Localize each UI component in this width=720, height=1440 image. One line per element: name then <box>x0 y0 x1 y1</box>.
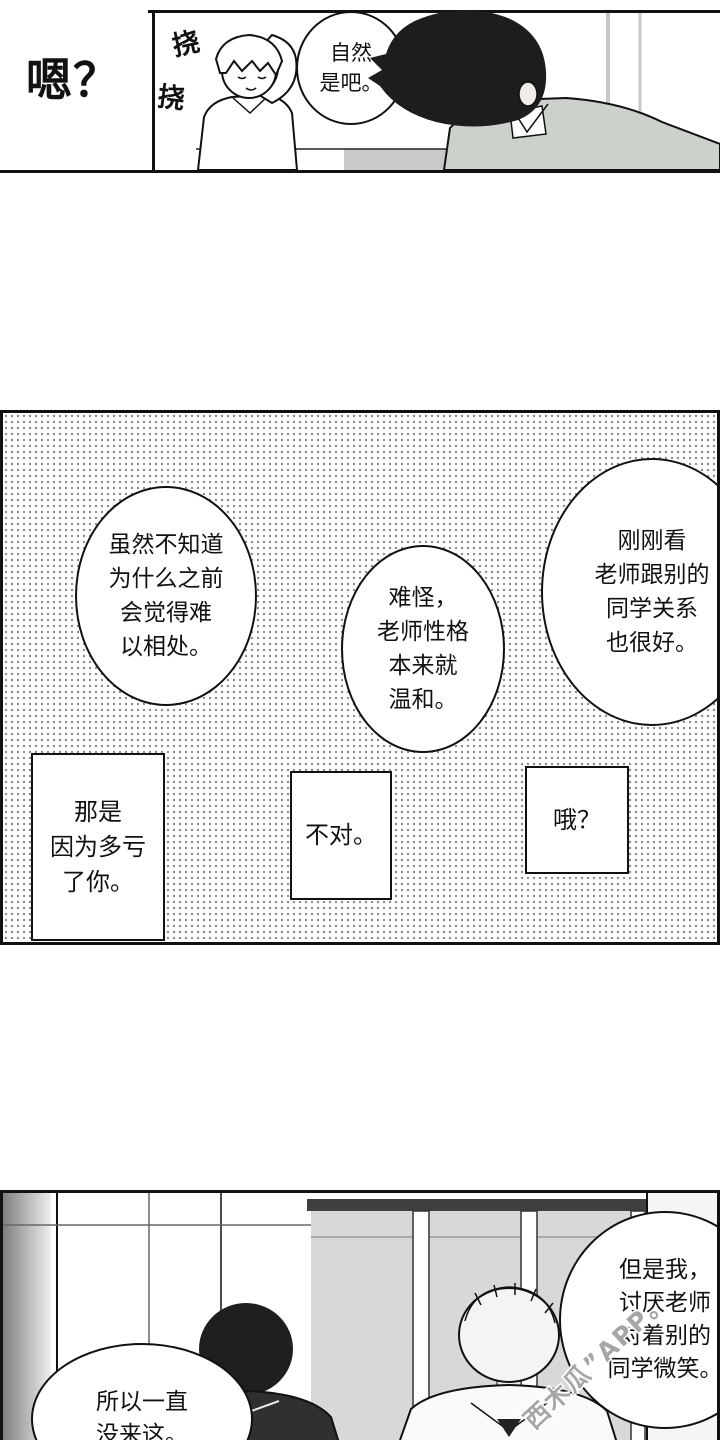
panel-top-divider-line <box>152 10 155 170</box>
panel-top: 嗯？ 挠 挠 自然 是吧。 <box>0 10 720 173</box>
speech-box-center: 不对。 <box>290 771 392 900</box>
shout-text: 嗯？ <box>26 53 120 107</box>
speech-box-left: 那是 因为多亏 了你。 <box>31 753 165 941</box>
speech-bubble-center-text: 难怪， 老师性格 本来就 温和。 <box>377 585 469 713</box>
dark-haired-man <box>368 10 720 170</box>
speech-bubble-right-text: 刚刚看 老师跟别的 同学关系 也很好。 <box>594 528 710 656</box>
light-haired-figure-back <box>398 1283 618 1440</box>
panel-middle: 虽然不知道 为什么之前 会觉得难 以相处。 难怪， 老师性格 本来就 温和。 刚… <box>0 410 720 945</box>
panel-bottom: 但是我， 讨厌老师 对着别的 同学微笑。 所以一直 没来这。 西木瓜”APP。 <box>0 1190 720 1440</box>
speech-bubble-bottom-right-text: 但是我， 讨厌老师 对着别的 同学微笑。 <box>607 1257 720 1382</box>
speech-box-left-text: 那是 因为多亏 了你。 <box>50 797 146 896</box>
speech-bubble-right: 刚刚看 老师跟别的 同学关系 也很好。 <box>541 458 717 726</box>
panel-top-border-line <box>148 10 720 13</box>
speech-bubble-center: 难怪， 老师性格 本来就 温和。 <box>341 545 505 753</box>
speech-box-right-text: 哦？ <box>553 805 601 834</box>
speech-bubble-left-text: 虽然不知道 为什么之前 会觉得难 以相处。 <box>108 532 224 660</box>
speech-box-center-text: 不对。 <box>305 821 377 849</box>
foreground-man-illustration <box>368 10 720 170</box>
speech-bubble-bottom-right: 但是我， 讨厌老师 对着别的 同学微笑。 <box>559 1211 720 1429</box>
sfx-scratch-2: 挠 <box>155 81 187 116</box>
speech-bubble-left: 虽然不知道 为什么之前 会觉得难 以相处。 <box>75 486 257 706</box>
speech-bubble-top-text: 自然 是吧。 <box>319 41 383 95</box>
speech-bubble-bottom-left-text: 所以一直 没来这。 <box>96 1389 188 1440</box>
speech-box-right: 哦？ <box>525 766 629 874</box>
